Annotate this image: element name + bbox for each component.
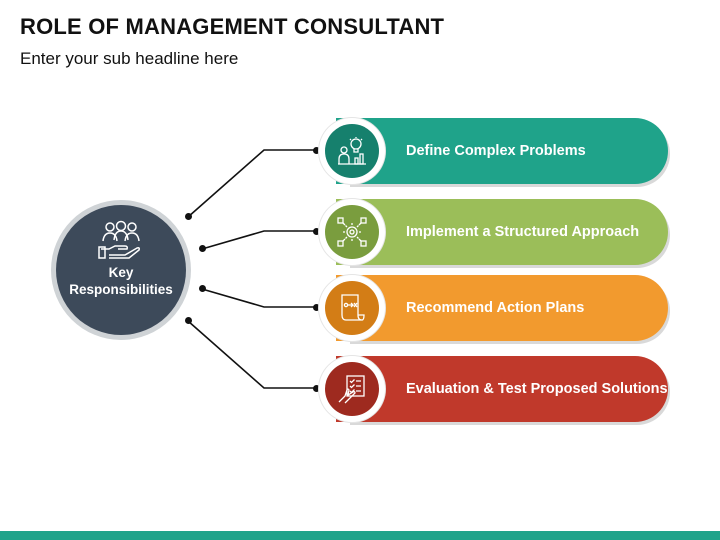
item-badge-ring-4 — [319, 356, 385, 422]
connector-dot — [185, 213, 192, 220]
connector-dot — [199, 245, 206, 252]
connector-dot — [199, 285, 206, 292]
idea-chart-icon — [338, 137, 366, 165]
connector-3 — [201, 288, 316, 308]
page-title: ROLE OF MANAGEMENT CONSULTANT — [20, 14, 445, 39]
hub-circle: Key Responsibilities — [56, 205, 186, 335]
item-badge-3 — [325, 281, 379, 335]
gear-network-icon — [337, 217, 367, 247]
connector-dot — [313, 385, 320, 392]
item-badge-ring-1 — [319, 118, 385, 184]
item-bar-2: Implement a Structured Approach — [336, 199, 668, 265]
hub-label-line2: Responsibilities — [69, 282, 173, 297]
connector-1 — [187, 149, 316, 218]
item-bar-4: Evaluation & Test Proposed Solutions — [336, 356, 668, 422]
plan-document-icon — [341, 294, 365, 321]
item-label-1: Define Complex Problems — [406, 143, 586, 159]
item-badge-2 — [325, 205, 379, 259]
connector-dot — [313, 147, 320, 154]
hub-label-line1: Key — [108, 265, 134, 280]
connector-dot — [185, 317, 192, 324]
checklist-hand-icon — [338, 375, 365, 404]
item-badge-ring-2 — [319, 199, 385, 265]
team-hand-icon — [98, 220, 140, 259]
hub-label: Key Responsibilities — [56, 264, 186, 298]
item-badge-ring-3 — [319, 275, 385, 341]
item-badge-1 — [325, 124, 379, 178]
page-subtitle: Enter your sub headline here — [20, 49, 239, 68]
footer-bar — [0, 531, 720, 540]
item-label-3: Recommend Action Plans — [406, 300, 585, 316]
item-label-2: Implement a Structured Approach — [406, 224, 640, 240]
item-bar-3: Recommend Action Plans — [336, 275, 668, 341]
item-label-4: Evaluation & Test Proposed Solutions — [406, 381, 668, 397]
connector-dot — [313, 228, 320, 235]
connector-2 — [201, 230, 316, 250]
connector-4 — [187, 320, 316, 389]
item-badge-4 — [325, 362, 379, 416]
connector-dot — [313, 304, 320, 311]
item-bar-1: Define Complex Problems — [336, 118, 668, 184]
